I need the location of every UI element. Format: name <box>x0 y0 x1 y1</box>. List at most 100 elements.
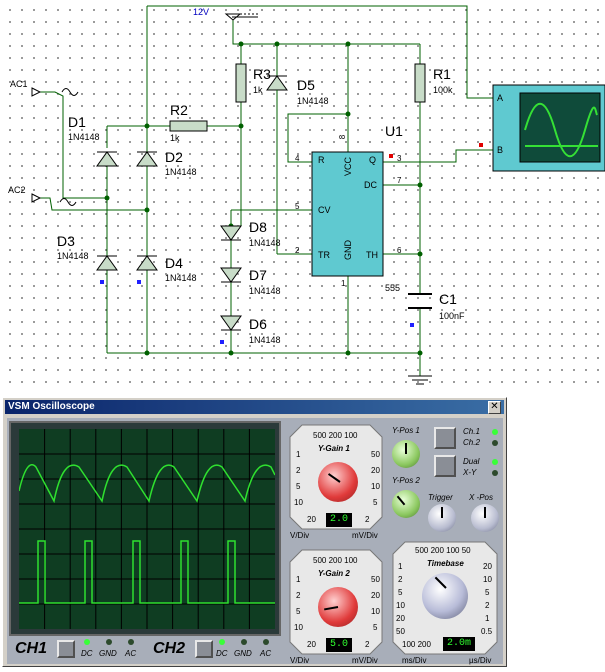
ygain1-knob[interactable] <box>318 462 358 502</box>
ygain2-scale-r2: 10 <box>371 607 380 616</box>
power-12v-icon <box>224 13 258 21</box>
trigger-label: Trigger <box>428 493 453 502</box>
xy-label: X-Y <box>463 468 477 477</box>
u1-ref[interactable]: U1 <box>385 123 403 139</box>
ygain2-scale-r4: 2 <box>365 640 370 649</box>
ch2-gnd-label: GND <box>234 649 252 658</box>
resistor-r2 <box>169 120 208 132</box>
ypos2-label: Y-Pos 2 <box>392 476 420 485</box>
ch1-ac-led <box>128 639 134 645</box>
oscilloscope-window[interactable]: VSM Oscilloscope ✕ <box>2 397 507 667</box>
u1-pin-q: Q <box>369 155 377 165</box>
ch2-dc-label: DC <box>216 649 228 658</box>
schematic-canvas[interactable]: 12V AC1 AC2 D1 1N4148 D2 1N4148 D3 1N414… <box>0 0 605 390</box>
timebase-scale-r0: 20 <box>483 562 492 571</box>
r1-ref[interactable]: R1 <box>433 66 451 82</box>
ypos1-label: Y-Pos 1 <box>392 426 420 435</box>
resistor-r1 <box>414 63 426 103</box>
ch2-ac-led <box>263 639 269 645</box>
capacitor-c1 <box>408 293 432 309</box>
ygain2-readout: 5.0 <box>326 638 352 652</box>
r2-ref[interactable]: R2 <box>170 102 188 118</box>
ygain1-scale-l4: 20 <box>307 515 316 524</box>
diode-d4 <box>136 255 158 271</box>
u1-pin-vcc: VCC <box>343 157 353 177</box>
scope-screen-frame <box>9 421 281 636</box>
c1-value: 100nF <box>439 311 465 321</box>
pin-6: 6 <box>397 246 402 255</box>
ygain1-unit-right: mV/Div <box>352 531 378 540</box>
ch1-dc-label: DC <box>81 649 93 658</box>
xpos-knob[interactable] <box>471 504 499 532</box>
ygain2-scale-r0: 50 <box>371 575 380 584</box>
ch1-dc-led <box>84 639 90 645</box>
ygain2-scale-l2: 5 <box>296 607 301 616</box>
ch1-coupling-button[interactable] <box>57 640 75 658</box>
source-ac2-label: AC2 <box>8 185 26 195</box>
ygain2-scale-l1: 2 <box>296 591 301 600</box>
junctions <box>104 41 423 356</box>
ch2-ac-label: AC <box>260 649 272 658</box>
dual-mode-button[interactable] <box>434 455 456 477</box>
timebase-knob[interactable] <box>422 573 468 619</box>
r3-ref[interactable]: R3 <box>253 66 271 82</box>
d5-ref[interactable]: D5 <box>297 77 315 93</box>
pin-3: 3 <box>397 154 402 163</box>
wire-reset <box>287 113 348 163</box>
d7-value: 1N4148 <box>249 286 281 296</box>
ch2-label: CH2 <box>153 640 186 657</box>
d2-ref[interactable]: D2 <box>165 149 183 165</box>
diode-d6 <box>220 315 242 331</box>
channel-select-button[interactable] <box>434 427 456 449</box>
ygain1-unit-left: V/Div <box>290 531 310 540</box>
ac1-wave <box>61 88 79 96</box>
ygain1-scale-l1: 2 <box>296 466 301 475</box>
ch2-gnd-led <box>241 639 247 645</box>
ypos2-knob[interactable] <box>392 490 420 518</box>
d1-ref[interactable]: D1 <box>68 114 86 130</box>
u1-value: 555 <box>385 283 401 293</box>
ygain2-scale-l0: 1 <box>296 575 301 584</box>
scope-input-b: B <box>497 145 504 155</box>
ygain1-scale-l0: 1 <box>296 450 301 459</box>
ygain2-unit-right: mV/Div <box>352 656 378 665</box>
u1-pin-dc: DC <box>364 180 377 190</box>
d8-value: 1N4148 <box>249 238 281 248</box>
c1-ref[interactable]: C1 <box>439 291 457 307</box>
trigger-knob[interactable] <box>428 504 456 532</box>
ygain2-scale-r3: 5 <box>373 623 378 632</box>
r1-value: 100k <box>433 85 453 95</box>
ygain1-scale-r0: 50 <box>371 450 380 459</box>
d8-ref[interactable]: D8 <box>249 219 267 235</box>
ch1-label: CH1 <box>15 640 48 657</box>
window-titlebar[interactable]: VSM Oscilloscope ✕ <box>5 400 504 414</box>
d3-value: 1N4148 <box>57 251 89 261</box>
ch2-coupling-button[interactable] <box>195 640 213 658</box>
d7-ref[interactable]: D7 <box>249 267 267 283</box>
r2-value: 1k <box>170 133 180 143</box>
ypos1-knob[interactable] <box>392 440 420 468</box>
ygain2-knob[interactable] <box>318 587 358 627</box>
timebase-scale-l3: 10 <box>396 601 405 610</box>
wire-top-rail <box>147 5 493 99</box>
timebase-unit-left: ms/Div <box>402 656 427 665</box>
timebase-scale-r3: 2 <box>485 601 490 610</box>
wire-12v <box>232 20 420 45</box>
ch1-select-led <box>492 429 498 435</box>
d4-value: 1N4148 <box>165 273 197 283</box>
xpos-label: X -Pos <box>469 493 494 502</box>
ch1-ac-label: AC <box>125 649 137 658</box>
d4-ref[interactable]: D4 <box>165 255 183 271</box>
timebase-scale-l2: 5 <box>398 588 403 597</box>
pin-8: 8 <box>338 134 348 140</box>
ygain2-scale-l3: 10 <box>294 623 303 632</box>
ygain1-readout: 2.0 <box>326 513 352 527</box>
ygain2-scale-top: 500 200 100 <box>313 556 358 565</box>
pin-2: 2 <box>295 246 300 255</box>
timebase-scale-r1: 10 <box>483 575 492 584</box>
d3-ref[interactable]: D3 <box>57 233 75 249</box>
d6-ref[interactable]: D6 <box>249 316 267 332</box>
ch1-gnd-label: GND <box>99 649 117 658</box>
timebase-label: Timebase <box>427 559 464 568</box>
close-icon[interactable]: ✕ <box>488 401 501 414</box>
